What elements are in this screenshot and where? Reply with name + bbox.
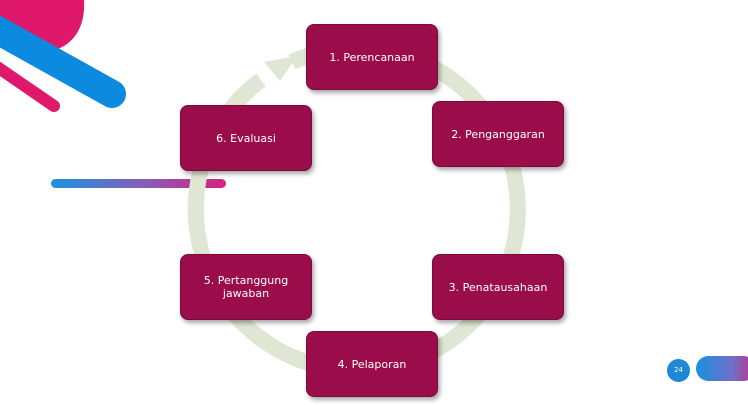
gradient-pill-shape: [696, 356, 748, 381]
step-box-6: 6. Evaluasi: [180, 105, 312, 171]
cycle-ring-arc: [187, 40, 526, 379]
page-number-badge: 24: [667, 359, 690, 382]
blue-stripe-shape: [0, 15, 126, 108]
step-box-3: 3. Penatausahaan: [432, 254, 564, 320]
step-box-4: 4. Pelaporan: [306, 331, 438, 397]
cycle-arrowhead-icon: [264, 56, 297, 81]
step-box-5: 5. Pertanggung jawaban: [180, 254, 312, 320]
step-box-1: 1. Perencanaan: [306, 24, 438, 90]
gradient-bar-shape: [51, 179, 226, 188]
magenta-stripe-shape: [0, 61, 60, 112]
step-box-2: 2. Penganggaran: [432, 101, 564, 167]
